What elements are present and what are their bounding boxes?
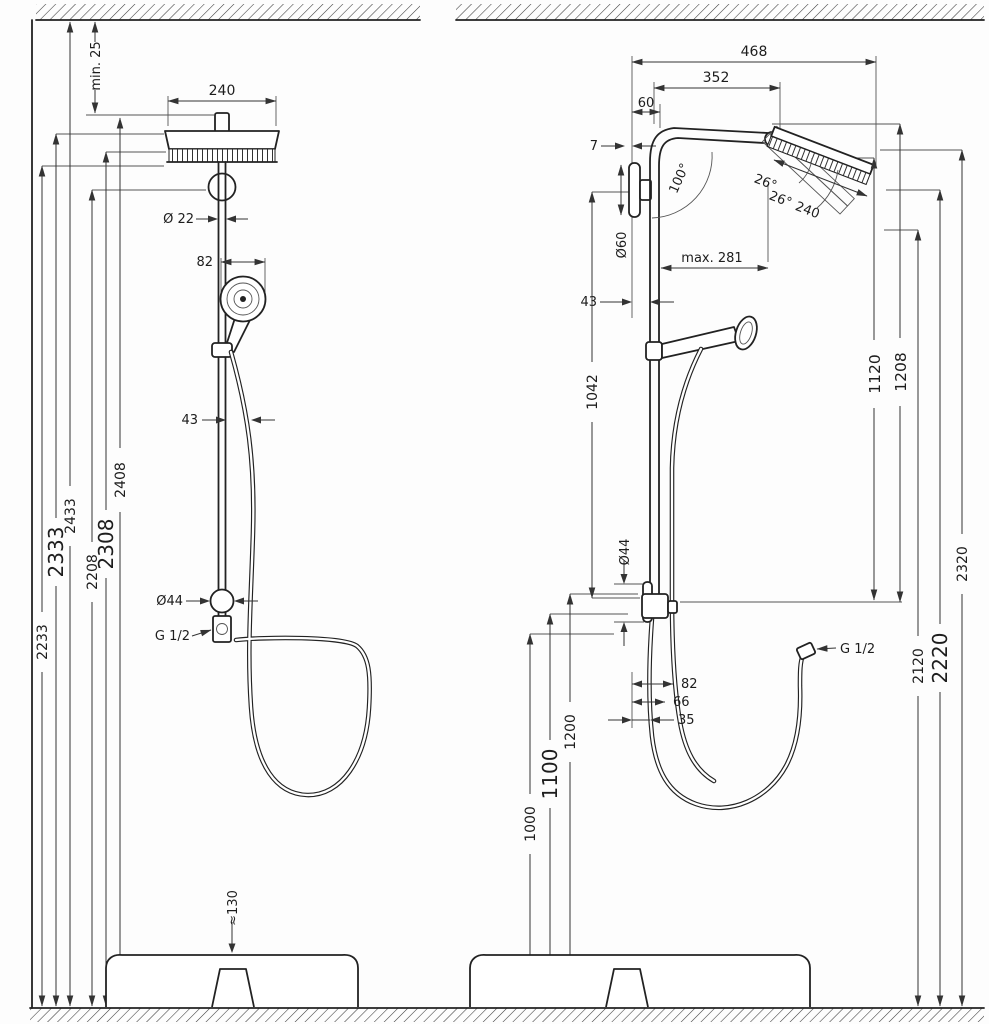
dim-label-gap-7: 7 — [590, 139, 598, 154]
shower-pipe-side — [649, 127, 769, 599]
dim-label-head-width: 240 — [209, 83, 236, 99]
dim-label-thread-front: G 1/2 — [155, 629, 190, 644]
dim-head-width: 240 — [167, 83, 277, 105]
hand-shower-front — [211, 275, 267, 358]
dim-label-height-2208: 2208 — [85, 554, 101, 590]
dim-head-heights: 1120 1208 — [866, 123, 910, 603]
dim-escutcheon-diameter-side: Ø44 — [618, 539, 633, 646]
shower-hose-front — [228, 349, 372, 798]
dim-label-height-1208: 1208 — [892, 352, 910, 391]
dim-connection-thread-front: G 1/2 — [155, 629, 212, 644]
dim-tray-height: ≈130 — [226, 890, 241, 953]
dim-label-conn-1000: 1000 — [523, 806, 539, 842]
dim-label-wall-to-pipe: 60 — [638, 96, 655, 111]
dim-escutcheon-diameter: Ø44 — [156, 594, 258, 609]
dim-label-thread-side: G 1/2 — [840, 642, 875, 657]
dim-label-tray-height: ≈130 — [226, 890, 241, 926]
ceiling-hatch-left — [36, 4, 420, 20]
dim-label-height-1120: 1120 — [866, 354, 884, 393]
dim-front-offset: 43 — [181, 413, 275, 428]
dim-label-height-2333: 2333 — [44, 527, 68, 578]
dim-label-height-2320: 2320 — [955, 546, 971, 582]
dim-connection-thread-side: G 1/2 — [816, 642, 875, 657]
dim-label-conn-1100: 1100 — [538, 749, 562, 800]
dim-label-height-2433: 2433 — [63, 498, 79, 534]
dim-label-flange-diameter: Ø60 — [615, 232, 630, 259]
dim-label-head-tilt-lower: 26° — [767, 189, 794, 211]
shower-tray-side — [469, 954, 811, 1008]
ceiling-hatch-right — [456, 4, 984, 20]
side-view: 468 352 60 7 Ø60 — [469, 44, 971, 1008]
overhead-shower-side — [766, 125, 875, 186]
dim-gap-7: 7 — [590, 139, 656, 154]
hand-shower-side — [645, 315, 758, 361]
front-height-dimensions: 2233 2333 2433 2208 2308 2408 — [35, 21, 129, 1007]
shower-hose-side — [647, 346, 806, 811]
room-structure — [29, 4, 985, 1022]
slider-holder-front — [211, 342, 233, 358]
dim-label-height-2408: 2408 — [113, 462, 129, 498]
dim-label-height-2220: 2220 — [928, 633, 952, 684]
dim-label-arm-reach: 352 — [703, 70, 730, 86]
wall-bracket-front — [207, 172, 237, 202]
dim-label-escutcheon-diameter: Ø44 — [156, 594, 183, 609]
dim-label-arm-angle: 100° — [667, 161, 693, 196]
dim-arm-reach: 352 — [653, 70, 781, 92]
overhead-shower-front — [164, 112, 280, 163]
valve-side — [641, 593, 678, 619]
valve-front — [212, 615, 232, 643]
dim-arm-angle: 100° — [651, 151, 713, 219]
dim-pipe-length: 1042 — [585, 191, 601, 599]
dim-overall-heights: 2120 2220 2320 — [911, 149, 971, 1007]
dim-total-reach: 468 — [631, 44, 877, 66]
dim-label-min-ceiling: min. 25 — [89, 41, 104, 90]
dim-label-pipe-diameter: Ø 22 — [163, 212, 194, 227]
shower-tray-front — [105, 954, 359, 1008]
floor-hatch — [30, 1008, 984, 1022]
dim-flange-diameter: Ø60 — [615, 164, 630, 259]
dim-label-handshower-width: 82 — [196, 255, 213, 270]
dim-max-projection: max. 281 — [660, 251, 769, 272]
dim-label-hose-offset-35: 35 — [678, 713, 695, 728]
front-view: 2233 2333 2433 2208 2308 2408 min. 25 — [35, 21, 372, 1008]
hose-fitting-side — [795, 641, 817, 661]
dim-label-total-reach: 468 — [741, 44, 768, 60]
dim-label-front-offset: 43 — [181, 413, 198, 428]
dim-label-height-2233: 2233 — [35, 624, 51, 660]
escutcheon-front — [209, 588, 235, 614]
dim-label-hose-offset-82: 82 — [681, 677, 698, 692]
shower-pipe-front — [217, 161, 227, 618]
dim-min-ceiling: min. 25 — [89, 21, 104, 114]
dim-label-head-depth: 240 — [793, 199, 822, 222]
dim-label-height-2308: 2308 — [94, 519, 118, 570]
dim-label-pipe-length: 1042 — [585, 374, 601, 410]
wall-flange-side — [628, 162, 652, 218]
dim-wall-offset-43: 43 — [580, 295, 674, 310]
dim-label-wall-offset-43: 43 — [580, 295, 597, 310]
dim-label-hose-offset-66: 66 — [673, 695, 690, 710]
dim-connection-heights: 1000 1100 1200 — [523, 593, 579, 1007]
dim-handshower-width: 82 — [196, 255, 266, 270]
dim-hose-offsets: 82 66 35 — [608, 677, 698, 728]
dim-wall-to-pipe: 60 — [631, 96, 661, 116]
dim-pipe-diameter: Ø 22 — [163, 212, 248, 227]
dim-label-conn-1200: 1200 — [563, 714, 579, 750]
dim-label-height-2120: 2120 — [911, 648, 927, 684]
dim-label-escutcheon-diameter-side: Ø44 — [618, 539, 633, 566]
dim-label-max-projection: max. 281 — [681, 251, 742, 266]
front-extension-lines — [42, 96, 277, 292]
